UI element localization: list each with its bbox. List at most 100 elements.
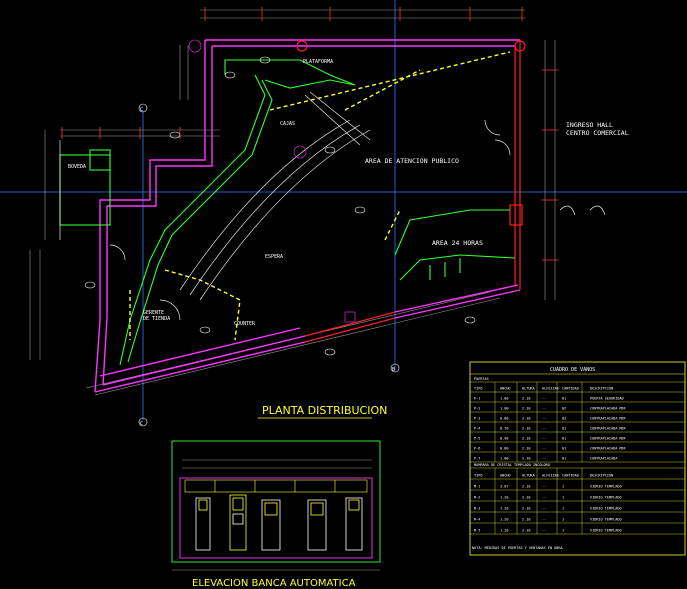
door-row-cell: CONTRAPLACADA MDF: [590, 437, 626, 441]
door-row-cell: --: [542, 397, 546, 401]
axis-c-top: C: [140, 107, 143, 113]
door-row-cell: 01: [562, 437, 566, 441]
mampara-row-cell: --: [542, 485, 546, 489]
mampara-row-cell: 1: [562, 518, 564, 522]
door-row-cell: 0.90: [500, 437, 508, 441]
door-row-cell: 01: [562, 457, 566, 461]
mampara-row-cell: 1.20: [500, 496, 508, 500]
tag-markers: [84, 39, 476, 356]
mampara-row-cell: 2.10: [522, 485, 530, 489]
mampara-row-cell: M-4: [474, 518, 480, 522]
yellow-elements: [129, 51, 511, 341]
mampara-row-cell: M-3: [474, 507, 480, 511]
cajas-label: CAJAS: [280, 121, 295, 127]
door-row-cell: 1.00: [500, 397, 508, 401]
axis-c-bottom: C: [140, 421, 143, 427]
door-row-cell: 0.70: [500, 427, 508, 431]
mampara-row-cell: 1.20: [500, 507, 508, 511]
mampara-row-cell: --: [542, 507, 546, 511]
exterior-walls: [94, 39, 521, 393]
espera-label: ESPERA: [265, 254, 283, 260]
table-header-cell: ANCHO: [500, 474, 511, 478]
door-row-cell: 01: [562, 447, 566, 451]
axis-b-bottom: B: [392, 367, 395, 373]
mampara-row-cell: 1: [562, 496, 564, 500]
door-row-cell: CONTRAPLACADA MDF: [590, 417, 626, 421]
door-row-cell: 2.10: [522, 397, 530, 401]
table-header-cell: ALFEIZAR: [542, 474, 560, 478]
red-lines: [296, 40, 526, 343]
table-header-cell: DESCRIPCION: [590, 474, 613, 478]
table-header-cell: DESCRIPCION: [590, 387, 613, 391]
door-row-cell: 02: [562, 417, 566, 421]
table-title: CUADRO DE VANOS: [550, 367, 595, 373]
door-row-cell: CONTRAPLACADA: [590, 457, 618, 461]
door-row-cell: 1.00: [500, 457, 508, 461]
mampara-row-cell: 1.20: [500, 529, 508, 533]
gerente-label-2: DE TIENDA: [143, 316, 170, 322]
table-header-cell: TIPO: [474, 387, 482, 391]
vanos-table: CUADRO DE VANOS PUERTAS TIPO ANCHO ALTURA A…: [469, 361, 686, 556]
area24-label: AREA 24 HORAS: [432, 239, 483, 247]
atm-elevation: [171, 440, 381, 571]
gerente-label-1: GERENTE: [143, 310, 164, 316]
elevation-title: ELEVACION BANCA AUTOMATICA: [192, 578, 356, 589]
mampara-row-cell: M-5: [474, 529, 480, 533]
door-row-cell: --: [542, 437, 546, 441]
mampara-row-cell: 2.10: [522, 529, 530, 533]
mampara-row-cell: VIDRIO TEMPLADO: [590, 496, 622, 500]
counter-label: COUNTER: [234, 321, 256, 327]
door-row-cell: --: [542, 447, 546, 451]
table-header-cell: CANTIDAD: [562, 387, 579, 391]
dimension-ticks: [61, 7, 558, 261]
mampara-row-cell: 2.10: [522, 518, 530, 522]
mampara-row-cell: 1: [562, 529, 564, 533]
boveda-label: BOVEDA: [68, 164, 86, 170]
door-row-cell: --: [542, 407, 546, 411]
hall-label-2: CENTRO COMERCIAL: [566, 129, 629, 137]
mampara-row-cell: 1: [562, 507, 564, 511]
mampara-row-cell: --: [542, 518, 546, 522]
table-section-2: MAMPARA DE CRISTAL TEMPLADO INCOLORO: [474, 463, 550, 467]
door-row-cell: P-4: [474, 427, 480, 431]
mampara-row-cell: --: [542, 496, 546, 500]
table-section-1: PUERTAS: [474, 377, 489, 381]
mampara-row-cell: 2.10: [522, 507, 530, 511]
table-note: NOTA: MEDIDAS DE PUERTAS Y VENTANAS EN O…: [472, 546, 564, 550]
door-row-cell: CONTRAPLACADA MDF: [590, 447, 626, 451]
mampara-row-cell: --: [542, 529, 546, 533]
axis-markers: C C B: [138, 103, 400, 427]
door-row-cell: 01: [562, 427, 566, 431]
door-row-cell: P-3: [474, 417, 480, 421]
door-row-cell: --: [542, 417, 546, 421]
dimension-lines: [29, 9, 556, 396]
table-header-cell: ALTURA: [522, 387, 536, 391]
mampara-row-cell: 1.20: [500, 518, 508, 522]
door-row-cell: P-1: [474, 397, 480, 401]
table-header-cell: ANCHO: [500, 387, 511, 391]
door-row-cell: --: [542, 457, 546, 461]
door-row-cell: 2.10: [522, 427, 530, 431]
mampara-row-cell: M-1: [474, 485, 480, 489]
door-row-cell: 2.10: [522, 437, 530, 441]
mampara-row-cell: VIDRIO TEMPLADO: [590, 518, 622, 522]
plataforma-label: PLATAFORMA: [303, 59, 333, 65]
door-row-cell: 2.10: [522, 447, 530, 451]
door-row-cell: 1.00: [500, 407, 508, 411]
door-row-cell: CONTRAPLACADA MDF: [590, 407, 626, 411]
door-row-cell: P-6: [474, 447, 480, 451]
table-header-cell: ALFEIZAR: [542, 387, 560, 391]
table-header-cell: TIPO: [474, 474, 482, 478]
door-row-cell: 2.10: [522, 457, 530, 461]
door-row-cell: CONTRAPLACADA MDF: [590, 427, 626, 431]
door-row-cell: 0.80: [500, 417, 508, 421]
mampara-row-cell: 1: [562, 485, 564, 489]
door-row-cell: 0.80: [500, 447, 508, 451]
door-row-cell: P-7: [474, 457, 480, 461]
door-row-cell: P-5: [474, 437, 480, 441]
door-row-cell: 2.10: [522, 407, 530, 411]
